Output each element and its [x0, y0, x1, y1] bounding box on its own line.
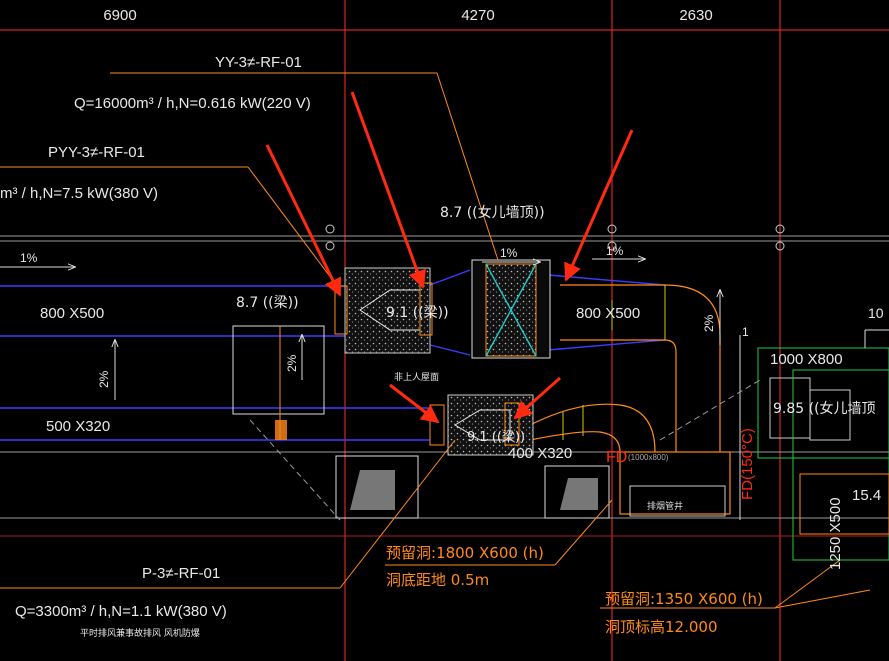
note-opening2-size: 预留洞:1350 X600 (h) [605, 590, 763, 608]
duct-1250x500: 1250 X500 [827, 497, 844, 570]
p-spec: Q=3300m³ / h,N=1.1 kW(380 V) [15, 603, 227, 620]
slope-v2: 2% [285, 354, 299, 372]
note-opening1-size: 预留洞:1800 X600 (h) [386, 544, 544, 562]
note-fd-size: (1000x800) [628, 453, 669, 462]
louvres [335, 455, 726, 519]
yy-tag: YY-3≠-RF-01 [215, 54, 302, 71]
note-opening1-elev: 洞底距地 0.5m [386, 571, 489, 589]
duct-runs [0, 269, 666, 441]
dashed-guides [249, 379, 761, 521]
dim-2630: 2630 [679, 7, 712, 24]
duct-edges-yellow [547, 275, 666, 440]
duct-1000x800: 1000 X800 [770, 351, 843, 368]
pyy-tag: PYY-3≠-RF-01 [48, 144, 145, 161]
level-right-edge: 15.4 [852, 487, 881, 504]
wall-lines [0, 235, 889, 519]
level-parapet-top: 8.7 ((女儿墙顶)) [440, 204, 545, 221]
level-parapet-right: 9.85 ((女儿墙顶 [773, 400, 876, 417]
level-beam-mid: 9.1 ((梁)) [386, 305, 449, 321]
slope-1: 1% [20, 251, 38, 265]
p-note: 平时排风兼事故排风 风机防爆 [80, 627, 200, 639]
slope-3: 1% [606, 244, 624, 258]
slope-one: 1 [742, 325, 749, 339]
level-beam-left: 8.7 ((梁)) [236, 295, 299, 311]
duct-800x500-right: 800 X500 [576, 305, 640, 322]
fan-unit-center [471, 259, 551, 359]
note-smoke-shaft: 排烟管井 [647, 500, 683, 512]
pyy-spec: m³ / h,N=7.5 kW(380 V) [0, 185, 158, 202]
duct-400x320: 400 X320 [508, 445, 572, 462]
note-opening2-elev: 洞顶标高12.000 [605, 618, 718, 636]
slope-arrows [0, 259, 720, 400]
note-roof-access: 非上人屋面 [394, 371, 439, 383]
slope-2: 1% [500, 246, 518, 260]
leader-lines [0, 72, 871, 609]
slope-v3: 2% [702, 314, 716, 332]
right-block [739, 329, 889, 561]
slope-v1: 2% [97, 370, 111, 388]
axis-bubbles [325, 224, 785, 251]
p-tag: P-3≠-RF-01 [142, 565, 220, 582]
note-fd2: FD(150°C) [739, 428, 756, 500]
duct-500x320: 500 X320 [46, 418, 110, 435]
dim-4270: 4270 [461, 7, 494, 24]
dim-6900: 6900 [103, 7, 136, 24]
note-fd: FD [606, 449, 627, 466]
level-right-edge-top: 10 [868, 305, 884, 321]
yy-spec: Q=16000m³ / h,N=0.616 kW(220 V) [74, 95, 311, 112]
level-beam-lower: 9.1 ((梁)) [467, 430, 525, 445]
left-shaft [232, 325, 325, 440]
annotation-arrows [265, 91, 634, 424]
duct-800x500-left: 800 X500 [40, 305, 104, 322]
